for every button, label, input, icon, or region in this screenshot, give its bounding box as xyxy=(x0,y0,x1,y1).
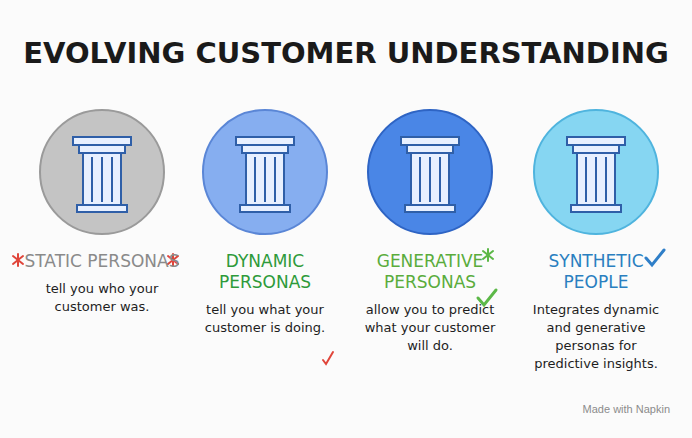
persona-description: Integrates dynamic and generative person… xyxy=(521,301,671,373)
pillar-circle xyxy=(200,107,330,237)
pillar-circle xyxy=(37,107,167,237)
persona-heading: STATIC PERSONAS xyxy=(20,251,184,272)
diagram-title: EVOLVING CUSTOMER UNDERSTANDING xyxy=(0,36,692,70)
persona-node: DYNAMIC PERSONAS tell you what your custo… xyxy=(183,107,347,337)
red-tick xyxy=(323,352,333,364)
persona-description: tell you what your customer is doing. xyxy=(190,301,340,337)
persona-node: STATIC PERSONAS tell you who your custome… xyxy=(20,107,184,316)
red-asterisk xyxy=(13,254,23,266)
persona-heading: SYNTHETIC PEOPLE xyxy=(514,251,678,293)
persona-heading: GENERATIVE PERSONAS xyxy=(348,251,512,293)
persona-heading: DYNAMIC PERSONAS xyxy=(183,251,347,293)
persona-node: GENERATIVE PERSONAS allow you to predict … xyxy=(348,107,512,355)
pillar-circle xyxy=(365,107,495,237)
persona-description: allow you to predict what your customer … xyxy=(355,301,505,355)
blue-check xyxy=(646,250,664,265)
persona-description: tell you who your customer was. xyxy=(27,280,177,316)
pillar-circle xyxy=(531,107,661,237)
green-star xyxy=(483,249,493,261)
watermark: Made with Napkin xyxy=(583,403,670,415)
persona-node: SYNTHETIC PEOPLE Integrates dynamic and g… xyxy=(514,107,678,373)
